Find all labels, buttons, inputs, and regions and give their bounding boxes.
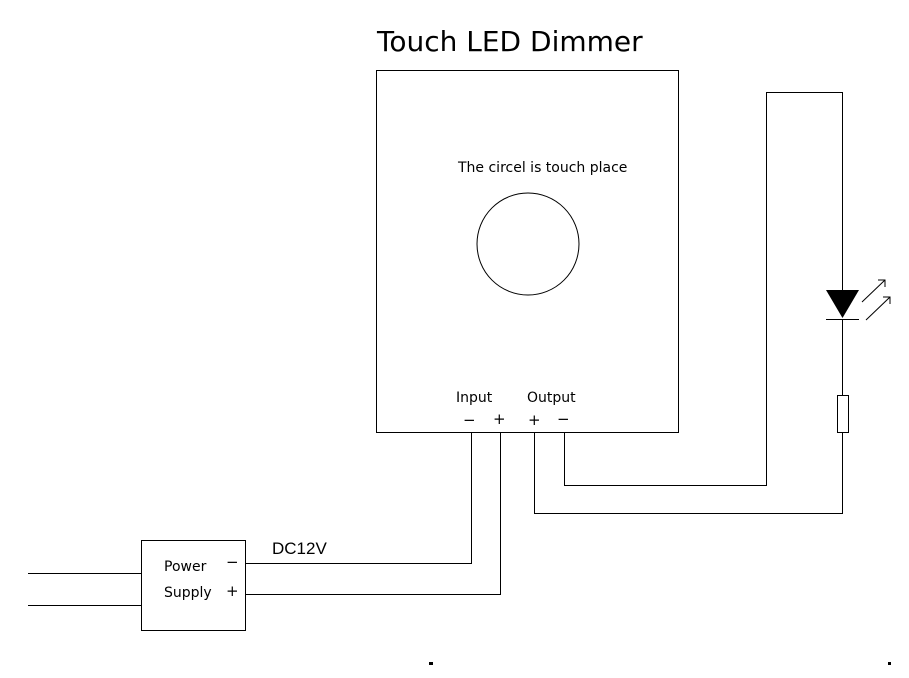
output-minus-sign: − bbox=[557, 410, 570, 428]
dimmer-box bbox=[376, 70, 679, 433]
resistor bbox=[837, 395, 849, 433]
output-terminal-label: Output bbox=[527, 390, 576, 406]
touch-circle bbox=[476, 192, 580, 296]
input-terminal-label: Input bbox=[456, 390, 493, 406]
input-plus-wire bbox=[245, 433, 501, 595]
led-diode-symbol bbox=[826, 290, 859, 318]
input-minus-wire bbox=[245, 433, 472, 564]
power-label: Power bbox=[164, 559, 207, 575]
led-light-arrows bbox=[861, 279, 891, 321]
stray-mark-left bbox=[429, 662, 433, 665]
voltage-label: DC12V bbox=[272, 539, 327, 558]
output-plus-wire bbox=[534, 432, 843, 514]
input-plus-sign: + bbox=[493, 410, 506, 428]
supply-label: Supply bbox=[164, 585, 212, 601]
touch-note: The circel is touch place bbox=[458, 160, 628, 176]
stray-mark-right bbox=[888, 662, 891, 665]
supply-minus-sign: − bbox=[226, 553, 239, 571]
diagram-title: Touch LED Dimmer bbox=[377, 25, 643, 58]
output-minus-wire bbox=[564, 92, 843, 486]
output-plus-sign: + bbox=[528, 411, 541, 429]
power-supply-box bbox=[141, 540, 246, 631]
supply-plus-sign: + bbox=[226, 582, 239, 600]
input-minus-sign: − bbox=[463, 411, 476, 429]
